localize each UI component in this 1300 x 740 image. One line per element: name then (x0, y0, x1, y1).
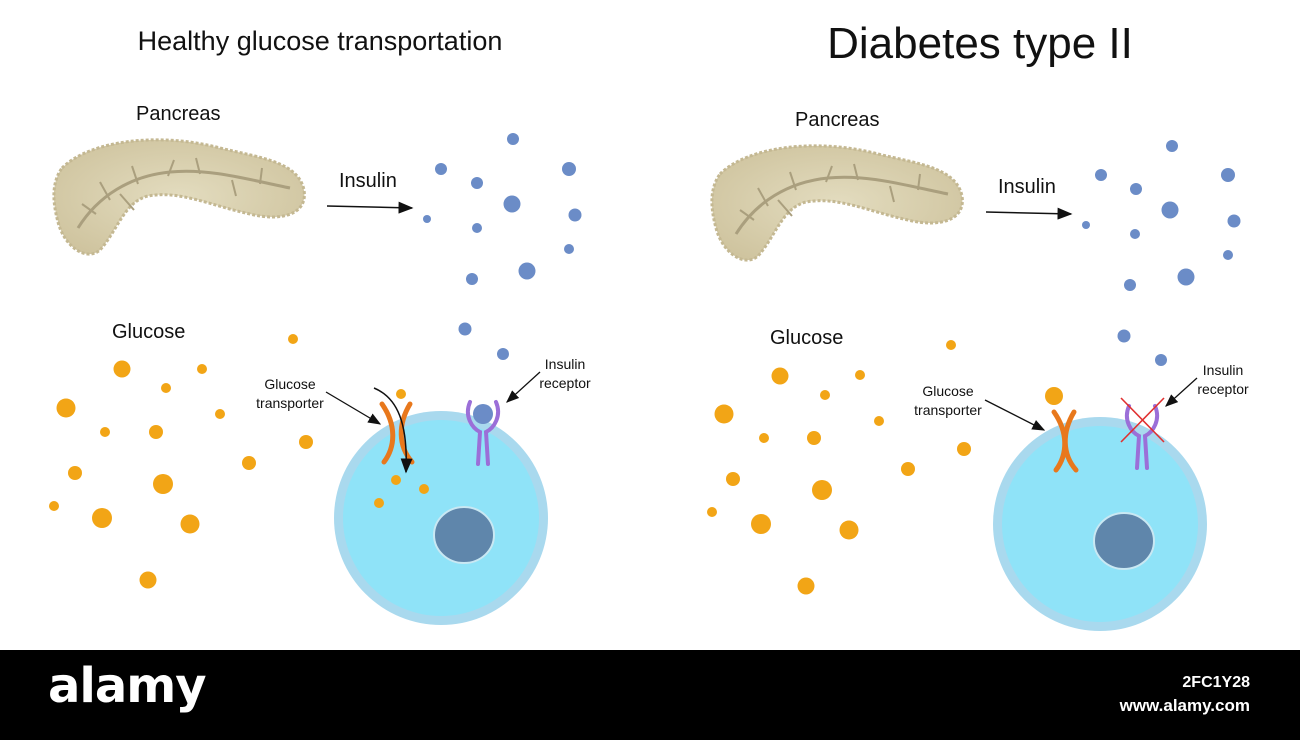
healthy-transporter-pointer (325, 391, 382, 425)
healthy-glucose-inside-cell (374, 475, 429, 508)
healthy-glucose-label: Glucose (112, 321, 185, 343)
healthy-glucose-transporter-icon (379, 401, 415, 465)
diagram-canvas: Healthy glucose transportation Pancreas … (49, 19, 1249, 631)
healthy-insulin-molecules (423, 133, 582, 360)
diabetes-insulin-arrow (985, 207, 1073, 220)
diabetes-insulin-molecules (1082, 140, 1241, 366)
healthy-bound-insulin (473, 404, 493, 424)
healthy-insulin-arrow (326, 201, 414, 214)
diabetes-cell (993, 417, 1207, 631)
diabetes-insulin-receptor-icon (1124, 404, 1160, 470)
diabetes-insulin-label: Insulin (998, 176, 1056, 198)
healthy-insulin-receptor-icon (465, 400, 501, 466)
alamy-logo: alamy (48, 658, 207, 714)
healthy-insulin-label: Insulin (339, 170, 397, 192)
diabetes-transporter-label-1: Glucose (922, 383, 974, 399)
diabetes-transporter-label-2: transporter (914, 402, 982, 418)
healthy-pancreas-icon (52, 138, 306, 256)
diabetes-glucose-molecules (707, 340, 1063, 595)
healthy-receptor-pointer (506, 371, 541, 403)
healthy-cell (334, 411, 548, 625)
healthy-glucose-entry-arrow (373, 387, 413, 474)
healthy-transporter-label-1: Glucose (264, 376, 316, 392)
diabetes-glucose-label: Glucose (770, 327, 843, 349)
healthy-title: Healthy glucose transportation (138, 26, 503, 56)
diabetes-pancreas-icon (710, 144, 964, 262)
image-id: 2FC1Y28 (1182, 674, 1250, 691)
blocked-cross-icon (1120, 397, 1165, 443)
healthy-nucleus (433, 506, 495, 564)
diabetes-receptor-pointer (1165, 377, 1198, 407)
watermark-footer: alamy 2FC1Y28 www.alamy.com (0, 650, 1300, 740)
diabetes-receptor-label-1: Insulin (1203, 362, 1243, 378)
healthy-receptor-label-1: Insulin (545, 356, 585, 372)
healthy-receptor-label-2: receptor (539, 375, 591, 391)
diabetes-nucleus (1093, 512, 1155, 570)
diabetes-pancreas-label: Pancreas (795, 109, 880, 131)
diabetes-title: Diabetes type II (827, 19, 1133, 68)
diabetes-receptor-label-2: receptor (1197, 381, 1249, 397)
healthy-glucose-molecules (49, 334, 406, 589)
healthy-pancreas-label: Pancreas (136, 103, 221, 125)
diabetes-glucose-transporter-icon (1051, 409, 1079, 473)
diabetes-transporter-pointer (984, 399, 1046, 431)
site-link[interactable]: www.alamy.com (1119, 696, 1250, 715)
healthy-transporter-label-2: transporter (256, 395, 324, 411)
